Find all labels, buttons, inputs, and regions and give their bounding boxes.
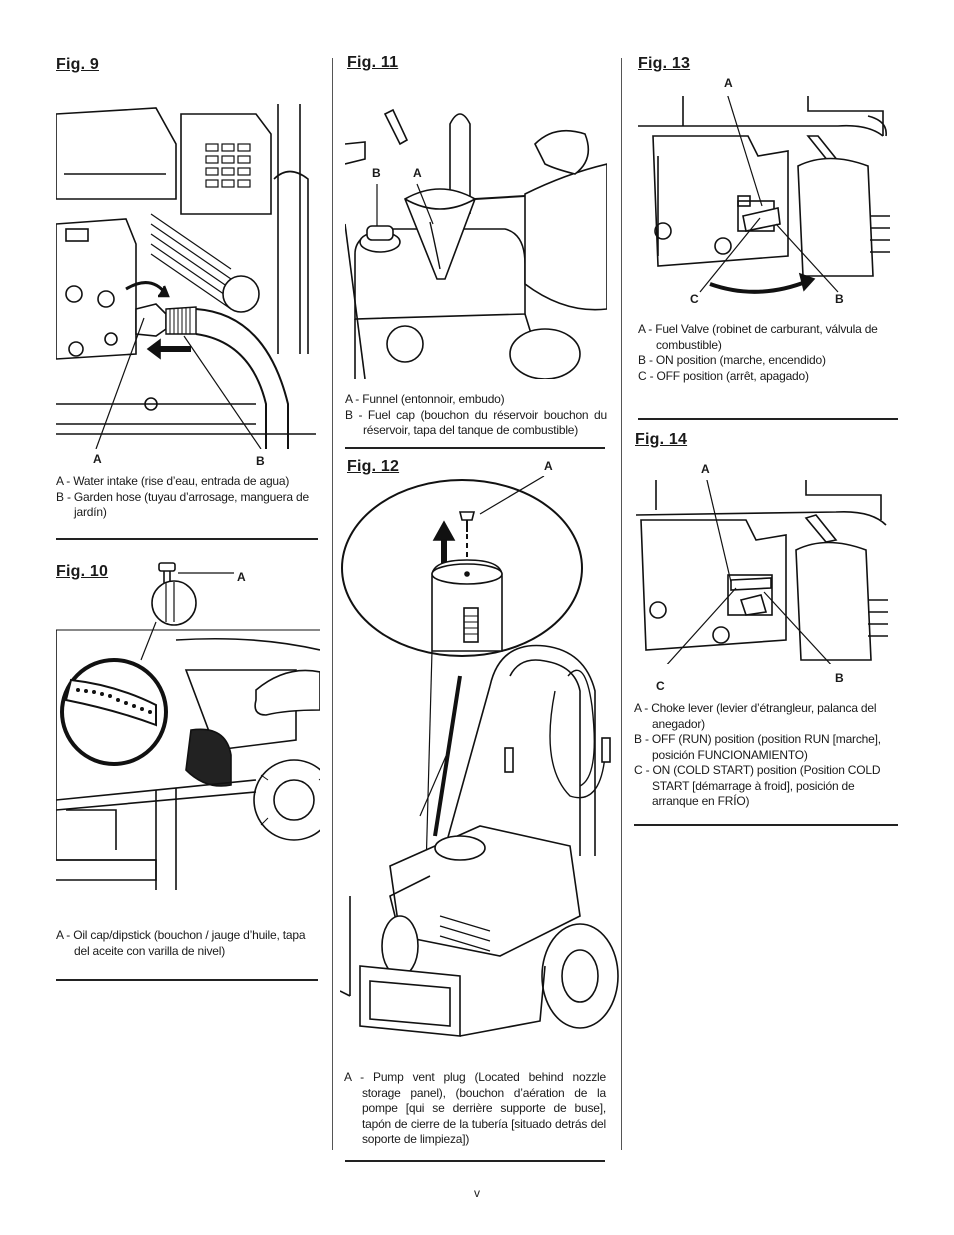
fig12-callout-a: A [544, 459, 553, 473]
fig11-illustration [345, 104, 607, 379]
section-rule [638, 418, 898, 420]
fig10-illustration [56, 560, 320, 890]
section-rule [345, 1160, 605, 1162]
fig14-callout-c: C [656, 679, 665, 693]
section-rule [56, 538, 318, 540]
legend-item: C - ON (COLD START) position (Position C… [634, 763, 881, 808]
legend-item: B - Fuel cap (bouchon du réservoir bouch… [345, 407, 607, 438]
legend-item: A - Funnel (entonnoir, embudo) [345, 392, 505, 406]
fig9-callout-b: B [256, 454, 265, 468]
fig12-illustration [340, 476, 620, 1066]
fig10-legend: A - Oil cap/dipstick (bouchon / jauge d’… [56, 928, 320, 959]
legend-item: B - OFF (RUN) position (position RUN [ma… [634, 732, 881, 762]
fig10-title: Fig. 10 [56, 563, 109, 580]
fig12-title: Fig. 12 [347, 458, 400, 475]
section-rule [56, 979, 318, 981]
section-rule [634, 824, 898, 826]
legend-item: B - Garden hose (tuyau d’arrosage, mangu… [56, 489, 309, 520]
legend-item: C - OFF position (arrêt, apagado) [638, 368, 809, 383]
fig12-legend: A - Pump vent plug (Located behind nozzl… [344, 1070, 606, 1148]
fig9-callout-a: A [93, 452, 102, 466]
fig11-legend: A - Funnel (entonnoir, embudo) B - Fuel … [345, 392, 607, 439]
fig14-legend: A - Choke lever (levier d’étrangleur, pa… [634, 701, 898, 810]
fig11-callout-b: B [372, 166, 381, 180]
page-number: v [474, 1186, 480, 1200]
fig11-callout-a: A [413, 166, 422, 180]
legend-item: A - Choke lever (levier d’étrangleur, pa… [634, 701, 877, 731]
fig11-title: Fig. 11 [347, 54, 399, 71]
legend-item: B - ON position (marche, encendido) [638, 353, 826, 367]
legend-item: A - Fuel Valve (robinet de carburant, vá… [638, 322, 878, 352]
fig13-callout-c: C [690, 292, 699, 306]
fig14-callout-b: B [835, 671, 844, 685]
fig10-callout-a: A [237, 570, 246, 584]
column-divider-right [621, 58, 622, 1150]
legend-item: A - Oil cap/dipstick (bouchon / jauge d’… [56, 928, 306, 958]
fig13-illustration [638, 96, 890, 296]
fig14-title: Fig. 14 [635, 431, 688, 448]
legend-item: A - Water intake (rise d’eau, entrada de… [56, 474, 290, 488]
fig14-illustration [636, 480, 890, 664]
legend-item: A - Pump vent plug (Located behind nozzl… [344, 1070, 606, 1146]
column-divider-left [332, 58, 333, 1150]
fig9-title: Fig. 9 [56, 56, 99, 73]
fig9-illustration [56, 104, 320, 449]
fig9-legend: A - Water intake (rise d’eau, entrada de… [56, 474, 320, 521]
fig13-callout-b: B [835, 292, 844, 306]
fig14-callout-a: A [701, 462, 710, 476]
section-rule [345, 447, 605, 449]
fig13-legend: A - Fuel Valve (robinet de carburant, vá… [638, 322, 900, 384]
fig13-callout-a: A [724, 76, 733, 90]
fig13-title: Fig. 13 [638, 55, 691, 72]
